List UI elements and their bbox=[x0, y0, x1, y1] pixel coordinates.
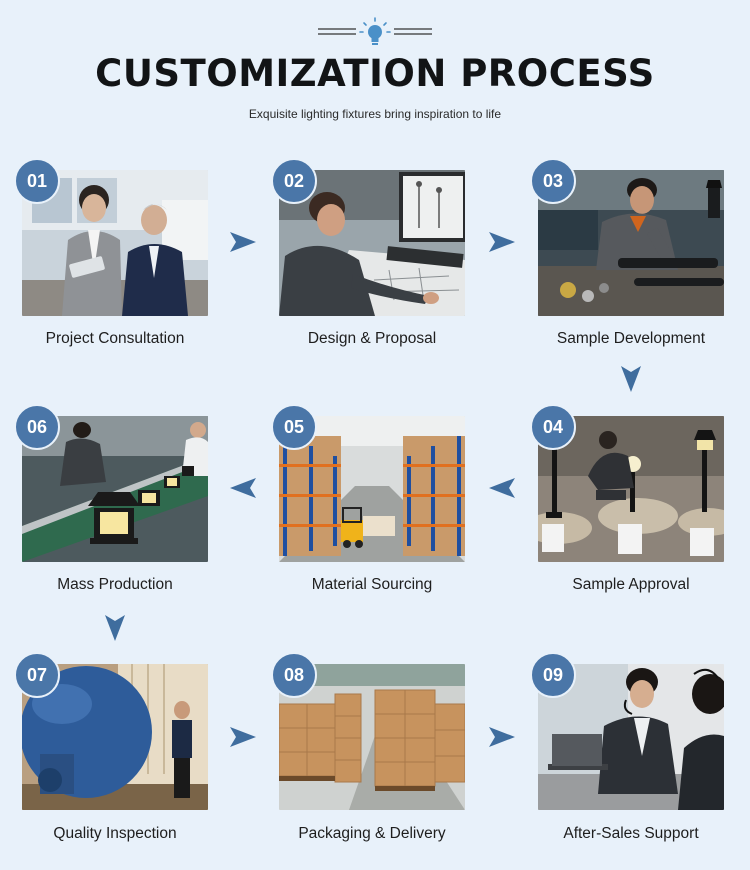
step-number-badge: 08 bbox=[271, 652, 317, 698]
arrow-right-icon bbox=[489, 232, 515, 252]
quality-inspection-photo bbox=[22, 664, 208, 810]
step-label: After-Sales Support bbox=[563, 825, 699, 842]
step-number-badge: 02 bbox=[271, 158, 317, 204]
step-label: Material Sourcing bbox=[311, 576, 433, 593]
step-number-badge: 03 bbox=[530, 158, 576, 204]
page-title: CUSTOMIZATION PROCESS bbox=[95, 52, 655, 95]
step-label: Sample Approval bbox=[572, 576, 690, 593]
arrow-down-icon bbox=[105, 615, 125, 641]
step-number-badge: 09 bbox=[530, 652, 576, 698]
step-number-badge: 07 bbox=[14, 652, 60, 698]
step-label: Sample Development bbox=[556, 330, 706, 347]
right-decor-lines bbox=[394, 28, 432, 35]
left-decor-lines bbox=[318, 28, 356, 35]
step-label: Packaging & Delivery bbox=[298, 825, 446, 842]
header-ornament bbox=[0, 14, 750, 50]
step-number-badge: 04 bbox=[530, 404, 576, 450]
step-number-badge: 01 bbox=[14, 158, 60, 204]
arrow-left-icon bbox=[230, 478, 256, 498]
arrow-right-icon bbox=[489, 727, 515, 747]
step-label: Quality Inspection bbox=[53, 825, 177, 842]
step-label: Mass Production bbox=[57, 576, 173, 593]
arrow-left-icon bbox=[489, 478, 515, 498]
step-number-badge: 06 bbox=[14, 404, 60, 450]
step-label: Project Consultation bbox=[45, 330, 185, 347]
lightbulb-icon bbox=[359, 17, 391, 45]
arrow-right-icon bbox=[230, 232, 256, 252]
step-number-badge: 05 bbox=[271, 404, 317, 450]
arrow-down-icon bbox=[621, 366, 641, 392]
page-subtitle: Exquisite lighting fixtures bring inspir… bbox=[248, 107, 502, 121]
step-label: Design & Proposal bbox=[307, 330, 437, 347]
arrow-right-icon bbox=[230, 727, 256, 747]
packaging-delivery-photo bbox=[279, 664, 465, 810]
